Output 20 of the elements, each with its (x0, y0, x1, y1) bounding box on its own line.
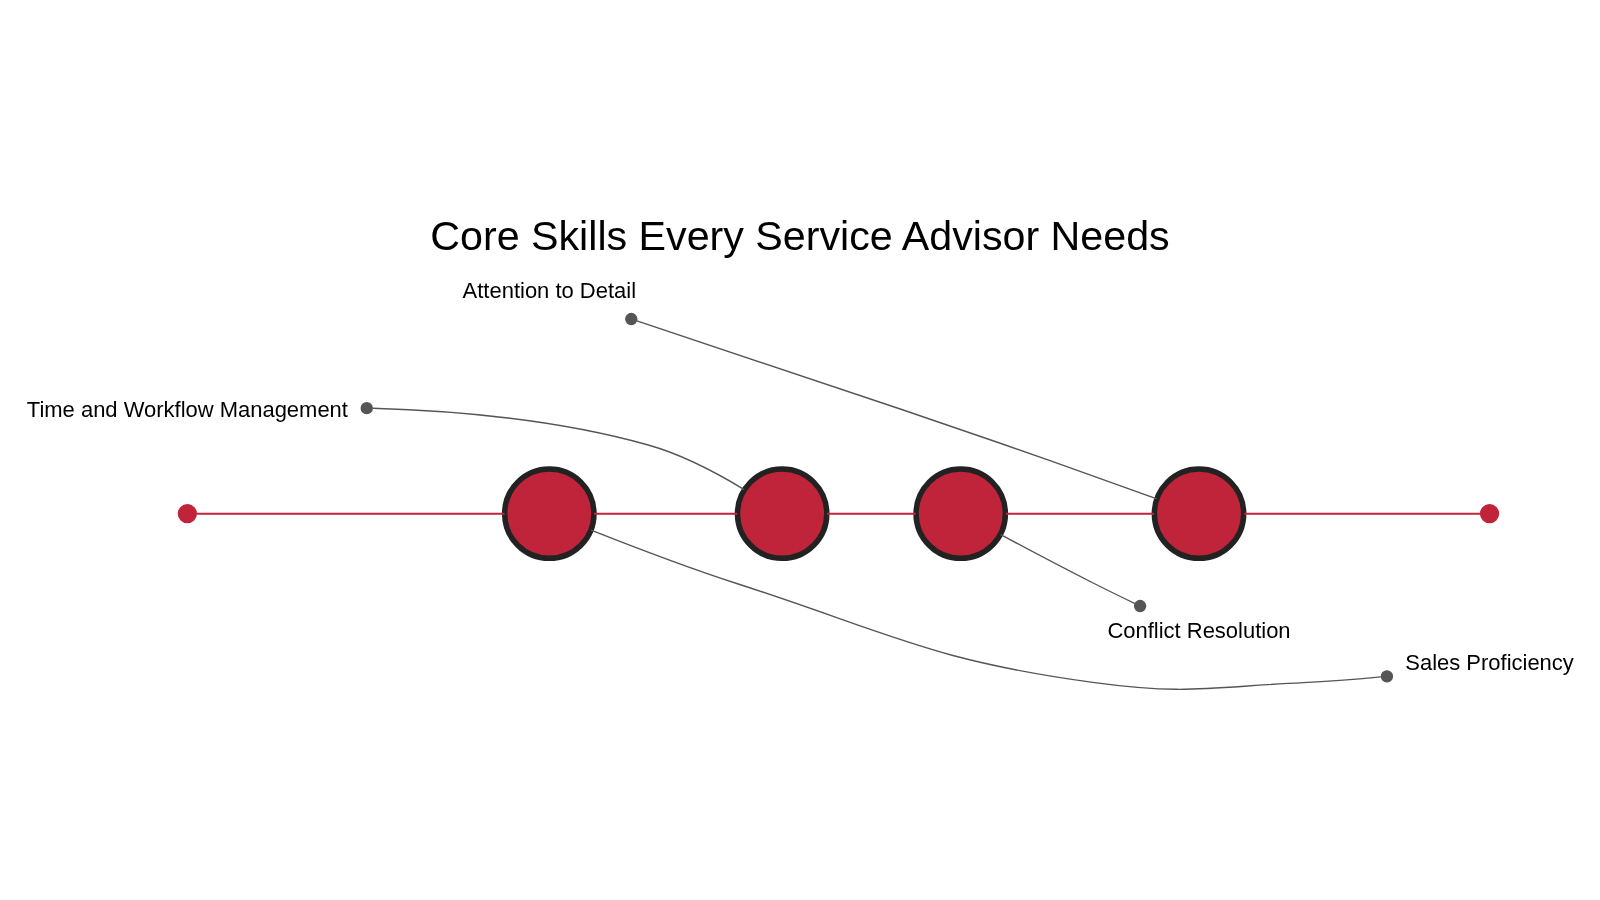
connector (625, 312, 1158, 500)
node-text: Sales Proficiency (1405, 649, 1574, 675)
node-circle (1151, 465, 1247, 561)
connector (360, 401, 745, 490)
node-text: Conflict Resolution (1107, 617, 1291, 643)
node-circle (913, 465, 1009, 561)
connector (196, 512, 505, 515)
node-circle (501, 465, 597, 561)
node-circle (1479, 503, 1500, 523)
node-text: Attention to Detail (462, 277, 637, 303)
connector (1244, 512, 1481, 515)
node-circle (734, 465, 830, 561)
connector (827, 512, 916, 515)
diagram-title: Core Skills Every Service Advisor Needs (430, 212, 1170, 259)
connector (590, 528, 1394, 690)
connector (1005, 512, 1155, 515)
node-text: Time and Workflow Management (26, 396, 348, 422)
node-circle (177, 503, 197, 523)
connector (1000, 533, 1147, 612)
connector (593, 512, 738, 515)
